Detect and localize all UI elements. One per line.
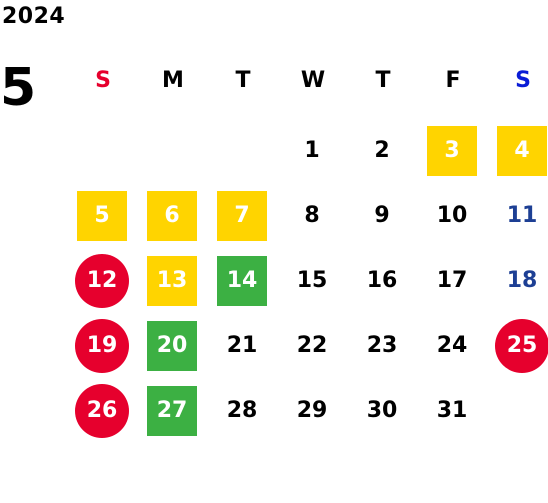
day-cell-24[interactable]: 24 [436, 333, 468, 358]
day-cell-12[interactable]: 12 [75, 254, 129, 308]
day-cell-29[interactable]: 29 [296, 398, 328, 423]
calendar-year: 2024 [2, 4, 66, 29]
day-cell-10[interactable]: 10 [436, 203, 468, 228]
day-cell-21[interactable]: 21 [226, 333, 258, 358]
day-cell-3[interactable]: 3 [427, 126, 477, 176]
day-cell-20[interactable]: 20 [147, 321, 197, 371]
day-cell-5[interactable]: 5 [77, 191, 127, 241]
day-cell-14[interactable]: 14 [217, 256, 267, 306]
weekday-header-wednesday: W [300, 68, 326, 93]
day-cell-6[interactable]: 6 [147, 191, 197, 241]
day-cell-7[interactable]: 7 [217, 191, 267, 241]
day-cell-31[interactable]: 31 [436, 398, 468, 423]
day-cell-19[interactable]: 19 [75, 319, 129, 373]
day-cell-9[interactable]: 9 [374, 203, 390, 228]
day-cell-15[interactable]: 15 [296, 268, 328, 293]
day-cell-4[interactable]: 4 [497, 126, 547, 176]
day-cell-27[interactable]: 27 [147, 386, 197, 436]
weekday-header-thursday: T [375, 68, 391, 93]
day-cell-16[interactable]: 16 [366, 268, 398, 293]
day-cell-13[interactable]: 13 [147, 256, 197, 306]
weekday-header-sunday: S [95, 68, 111, 93]
day-cell-11[interactable]: 11 [506, 203, 538, 228]
day-cell-17[interactable]: 17 [436, 268, 468, 293]
weekday-header-tuesday: T [235, 68, 251, 93]
day-cell-8[interactable]: 8 [304, 203, 320, 228]
day-cell-23[interactable]: 23 [366, 333, 398, 358]
day-cell-18[interactable]: 18 [506, 268, 538, 293]
weekday-header-friday: F [445, 68, 461, 93]
calendar-month: 5 [0, 58, 37, 118]
day-cell-26[interactable]: 26 [75, 384, 129, 438]
weekday-header-monday: M [162, 68, 184, 93]
day-cell-22[interactable]: 22 [296, 333, 328, 358]
weekday-header-saturday: S [515, 68, 531, 93]
day-cell-1[interactable]: 1 [304, 138, 320, 163]
day-cell-25[interactable]: 25 [495, 319, 548, 373]
day-cell-30[interactable]: 30 [366, 398, 398, 423]
day-cell-2[interactable]: 2 [374, 138, 390, 163]
day-cell-28[interactable]: 28 [226, 398, 258, 423]
